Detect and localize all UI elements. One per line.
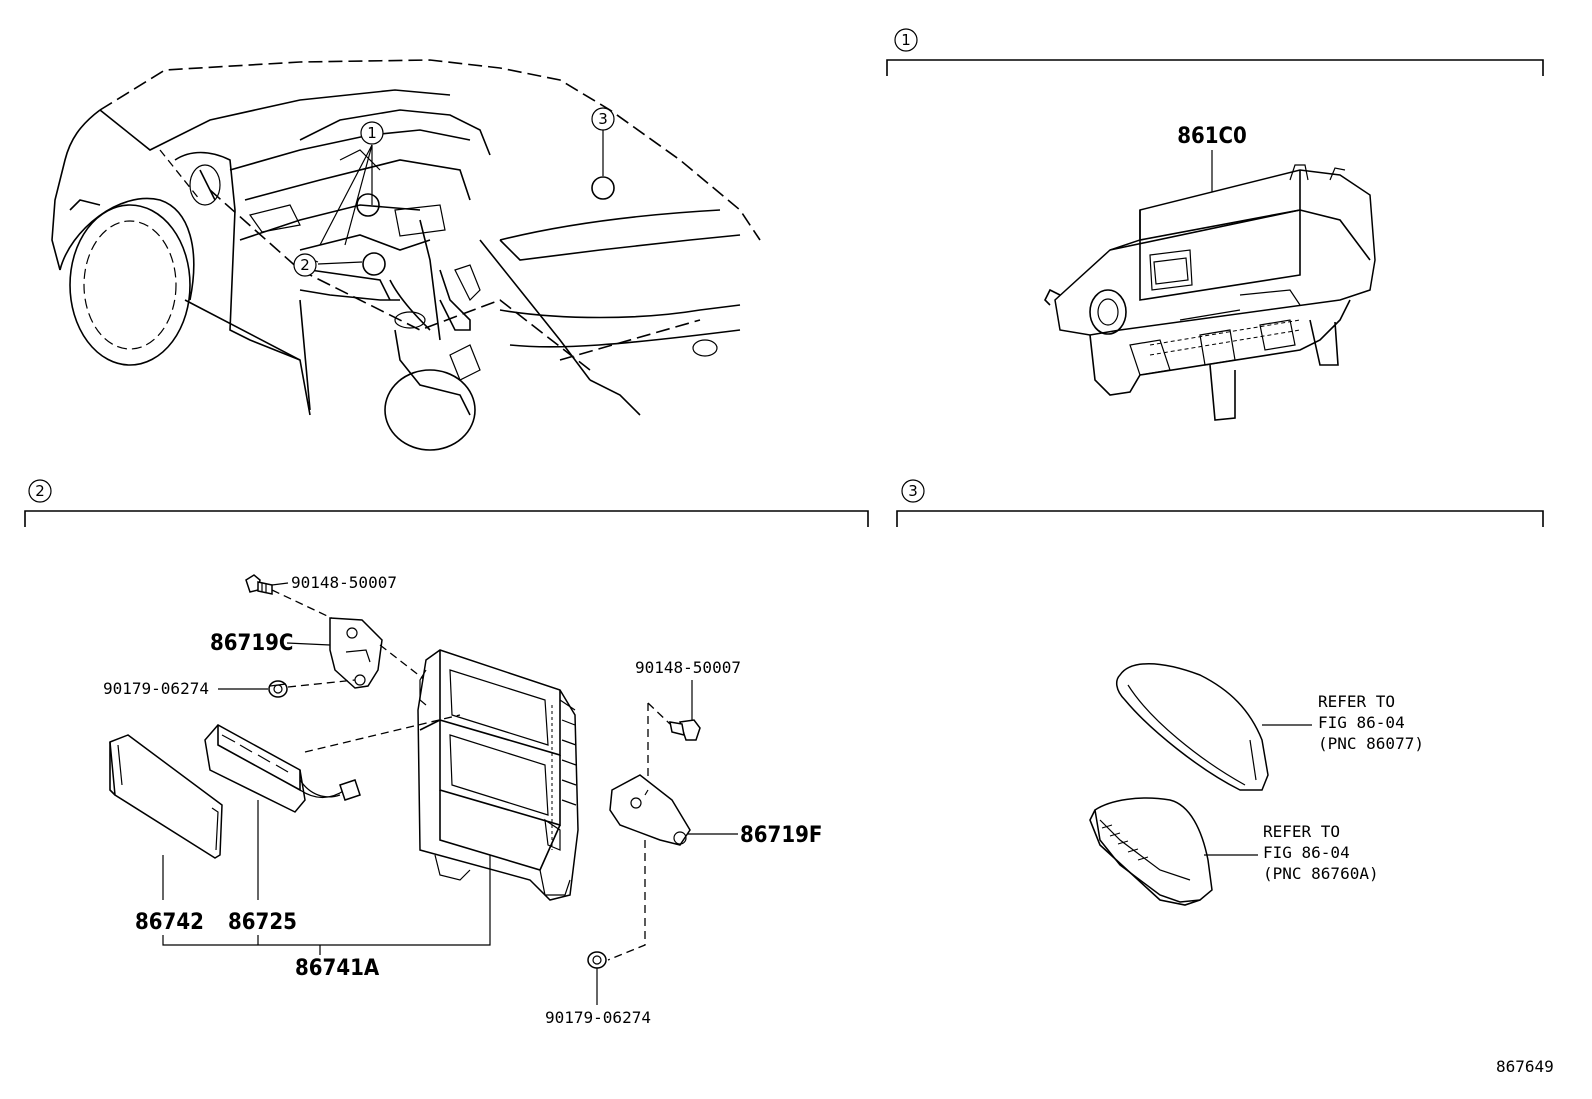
overview-callout-2-text: 2 [300,256,310,274]
label-90148-50007-top: 90148-50007 [291,573,397,592]
section-3-number: 3 [908,482,918,500]
ref2-line2: FIG 86-04 [1263,843,1350,862]
antenna-base [1089,797,1213,906]
ref1-line2: FIG 86-04 [1318,713,1405,732]
overview-callout-3 [591,107,615,131]
section-3-bracket [896,510,1544,527]
cover-86742 [109,734,223,859]
section-2-number: 2 [35,482,45,500]
section-2-marker [28,479,52,503]
figure-id: 867649 [1496,1057,1554,1076]
ecu-assembly-86741a [417,649,579,901]
overview-callout-2 [293,253,317,277]
section-1-bracket [886,59,1544,76]
ref1-line1: REFER TO [1318,692,1395,711]
section-1-marker [894,28,918,52]
label-86725: 86725 [228,910,297,935]
section-2: 2 90148-50007 86719C 90179-06274 [24,479,869,1027]
overview-callout-1-text: 1 [367,124,377,142]
overview-callout-3-text: 3 [598,110,608,128]
label-90179-06274-bottom: 90179-06274 [545,1008,651,1027]
label-90148-50007-right: 90148-50007 [635,658,741,677]
ref2-line1: REFER TO [1263,822,1340,841]
section-1: 1 861C0 [886,28,1544,421]
label-861c0: 861C0 [1177,124,1247,149]
bracket-86719c [329,617,383,689]
section-3: 3 REFER TO FIG 86-04 (PNC 86077) REFER T… [896,479,1544,906]
bolt-right [669,719,701,741]
nut-left [268,680,288,698]
bracket-86719f [609,774,691,846]
overview-callout-1 [360,121,384,145]
display-unit-861c0 [1044,164,1376,421]
nut-bottom [587,951,607,969]
label-86741a: 86741A [295,956,380,981]
section-1-number: 1 [901,31,911,49]
vehicle-overview: 1 2 3 [51,59,761,451]
section-3-marker [901,479,925,503]
label-86719f: 86719F [740,823,822,848]
label-90179-06274-left: 90179-06274 [103,679,209,698]
module-86725 [204,724,361,813]
section-2-bracket [24,510,869,527]
ref2-line3: (PNC 86760A) [1263,864,1379,883]
label-86719c: 86719C [210,631,293,656]
shark-fin-antenna [1115,663,1269,791]
bolt-top-left [245,574,273,595]
ref1-line3: (PNC 86077) [1318,734,1424,753]
label-86742: 86742 [135,910,204,935]
